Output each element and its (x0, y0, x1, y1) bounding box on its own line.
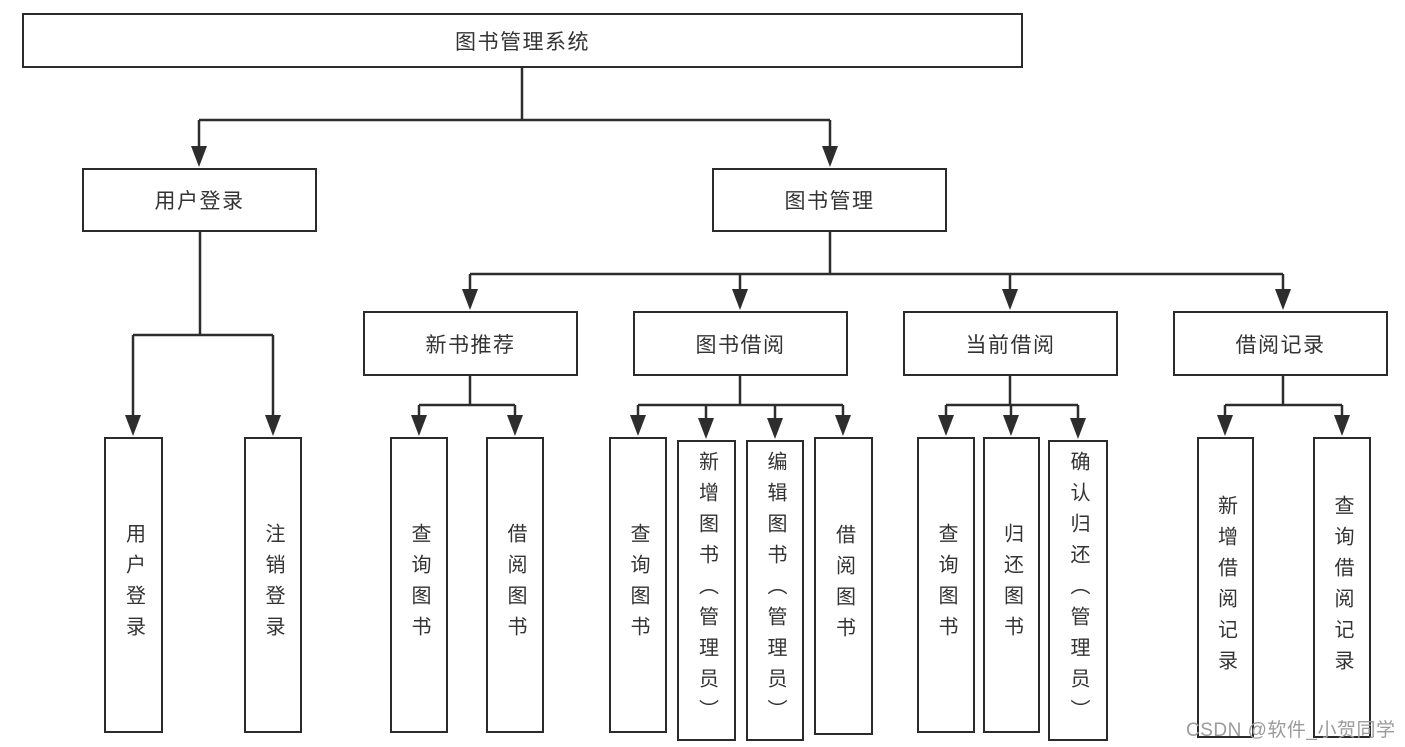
arrow-down-icon (462, 289, 478, 310)
arrow-down-icon (191, 146, 207, 167)
arrow-down-icon (835, 415, 851, 436)
arrow-down-icon (265, 415, 281, 436)
connector-borrow-records-split (1223, 376, 1344, 420)
arrow-down-icon (1275, 289, 1291, 310)
arrow-down-icon (698, 418, 714, 439)
leaf-borrow-book: 借阅图书 (814, 437, 873, 735)
node-user-login-group: 用户登录 (82, 168, 317, 232)
leaf-add-book-admin: 新增图书（管理员） (677, 440, 736, 741)
arrow-down-icon (822, 146, 838, 167)
node-label: 归还图书 (1000, 523, 1023, 647)
leaf-query-book-borrow: 查询图书 (609, 437, 667, 733)
node-book-borrow: 图书借阅 (633, 311, 848, 376)
connector-user-login-split (131, 232, 275, 420)
arrow-down-icon (507, 415, 523, 436)
leaf-query-book-current: 查询图书 (917, 437, 975, 733)
leaf-add-borrow-record: 新增借阅记录 (1197, 437, 1254, 738)
node-book-mgmt-group: 图书管理 (712, 168, 947, 232)
node-label: 新增图书（管理员） (695, 451, 718, 730)
leaf-edit-book-admin: 编辑图书（管理员） (746, 440, 804, 741)
arrow-down-icon (630, 415, 646, 436)
node-label: 查询图书 (408, 523, 430, 647)
arrow-down-icon (1002, 289, 1018, 310)
node-label: 查询图书 (627, 523, 649, 647)
leaf-user-login: 用户登录 (104, 437, 163, 733)
arrow-down-icon (767, 418, 783, 439)
arrow-down-icon (411, 415, 427, 436)
arrow-down-icon (1070, 418, 1086, 439)
node-label: 用户登录 (154, 190, 245, 213)
node-label: 借阅图书 (504, 523, 526, 647)
leaf-logout: 注销登录 (244, 437, 302, 733)
leaf-return-book: 归还图书 (983, 437, 1040, 733)
node-label: 图书管理系统 (455, 30, 590, 54)
node-label: 图书借阅 (695, 333, 786, 357)
arrow-down-icon (938, 415, 954, 436)
csdn-watermark: CSDN @软件_小贺同学 (1186, 720, 1396, 741)
connector-new-book-rec-split (417, 376, 517, 420)
node-label: 注销登录 (262, 523, 284, 647)
arrow-down-icon (1334, 415, 1350, 436)
node-label: 用户登录 (122, 523, 145, 647)
node-borrow-records: 借阅记录 (1173, 311, 1388, 376)
node-root: 图书管理系统 (22, 13, 1023, 68)
connector-current-borrow-split (944, 376, 1080, 423)
node-label: 查询图书 (935, 523, 957, 647)
connector-book-mgmt-to-level3 (468, 232, 1285, 294)
node-label: 新书推荐 (425, 333, 516, 357)
node-label: 图书管理 (784, 190, 875, 213)
node-label: 当前借阅 (965, 333, 1056, 357)
node-label: 查询借阅记录 (1331, 494, 1353, 681)
node-label: 借阅图书 (832, 524, 855, 648)
node-new-book-rec: 新书推荐 (363, 311, 578, 376)
leaf-query-borrow-record: 查询借阅记录 (1313, 437, 1371, 738)
arrow-down-icon (1003, 415, 1019, 436)
arrow-down-icon (125, 415, 141, 436)
connector-book-borrow-split (636, 376, 845, 423)
arrow-down-icon (732, 289, 748, 310)
arrow-down-icon (1217, 415, 1233, 436)
connector-root-to-level2 (197, 68, 832, 150)
node-label: 编辑图书（管理员） (764, 451, 786, 730)
node-label: 新增借阅记录 (1214, 494, 1237, 681)
node-current-borrow: 当前借阅 (903, 311, 1118, 376)
arrowheads (125, 146, 1350, 439)
node-label: 借阅记录 (1235, 333, 1326, 357)
leaf-confirm-return-admin: 确认归还（管理员） (1048, 440, 1108, 741)
node-label: 确认归还（管理员） (1067, 451, 1089, 730)
leaf-borrow-book-rec: 借阅图书 (486, 437, 544, 733)
leaf-query-book-rec: 查询图书 (390, 437, 448, 733)
